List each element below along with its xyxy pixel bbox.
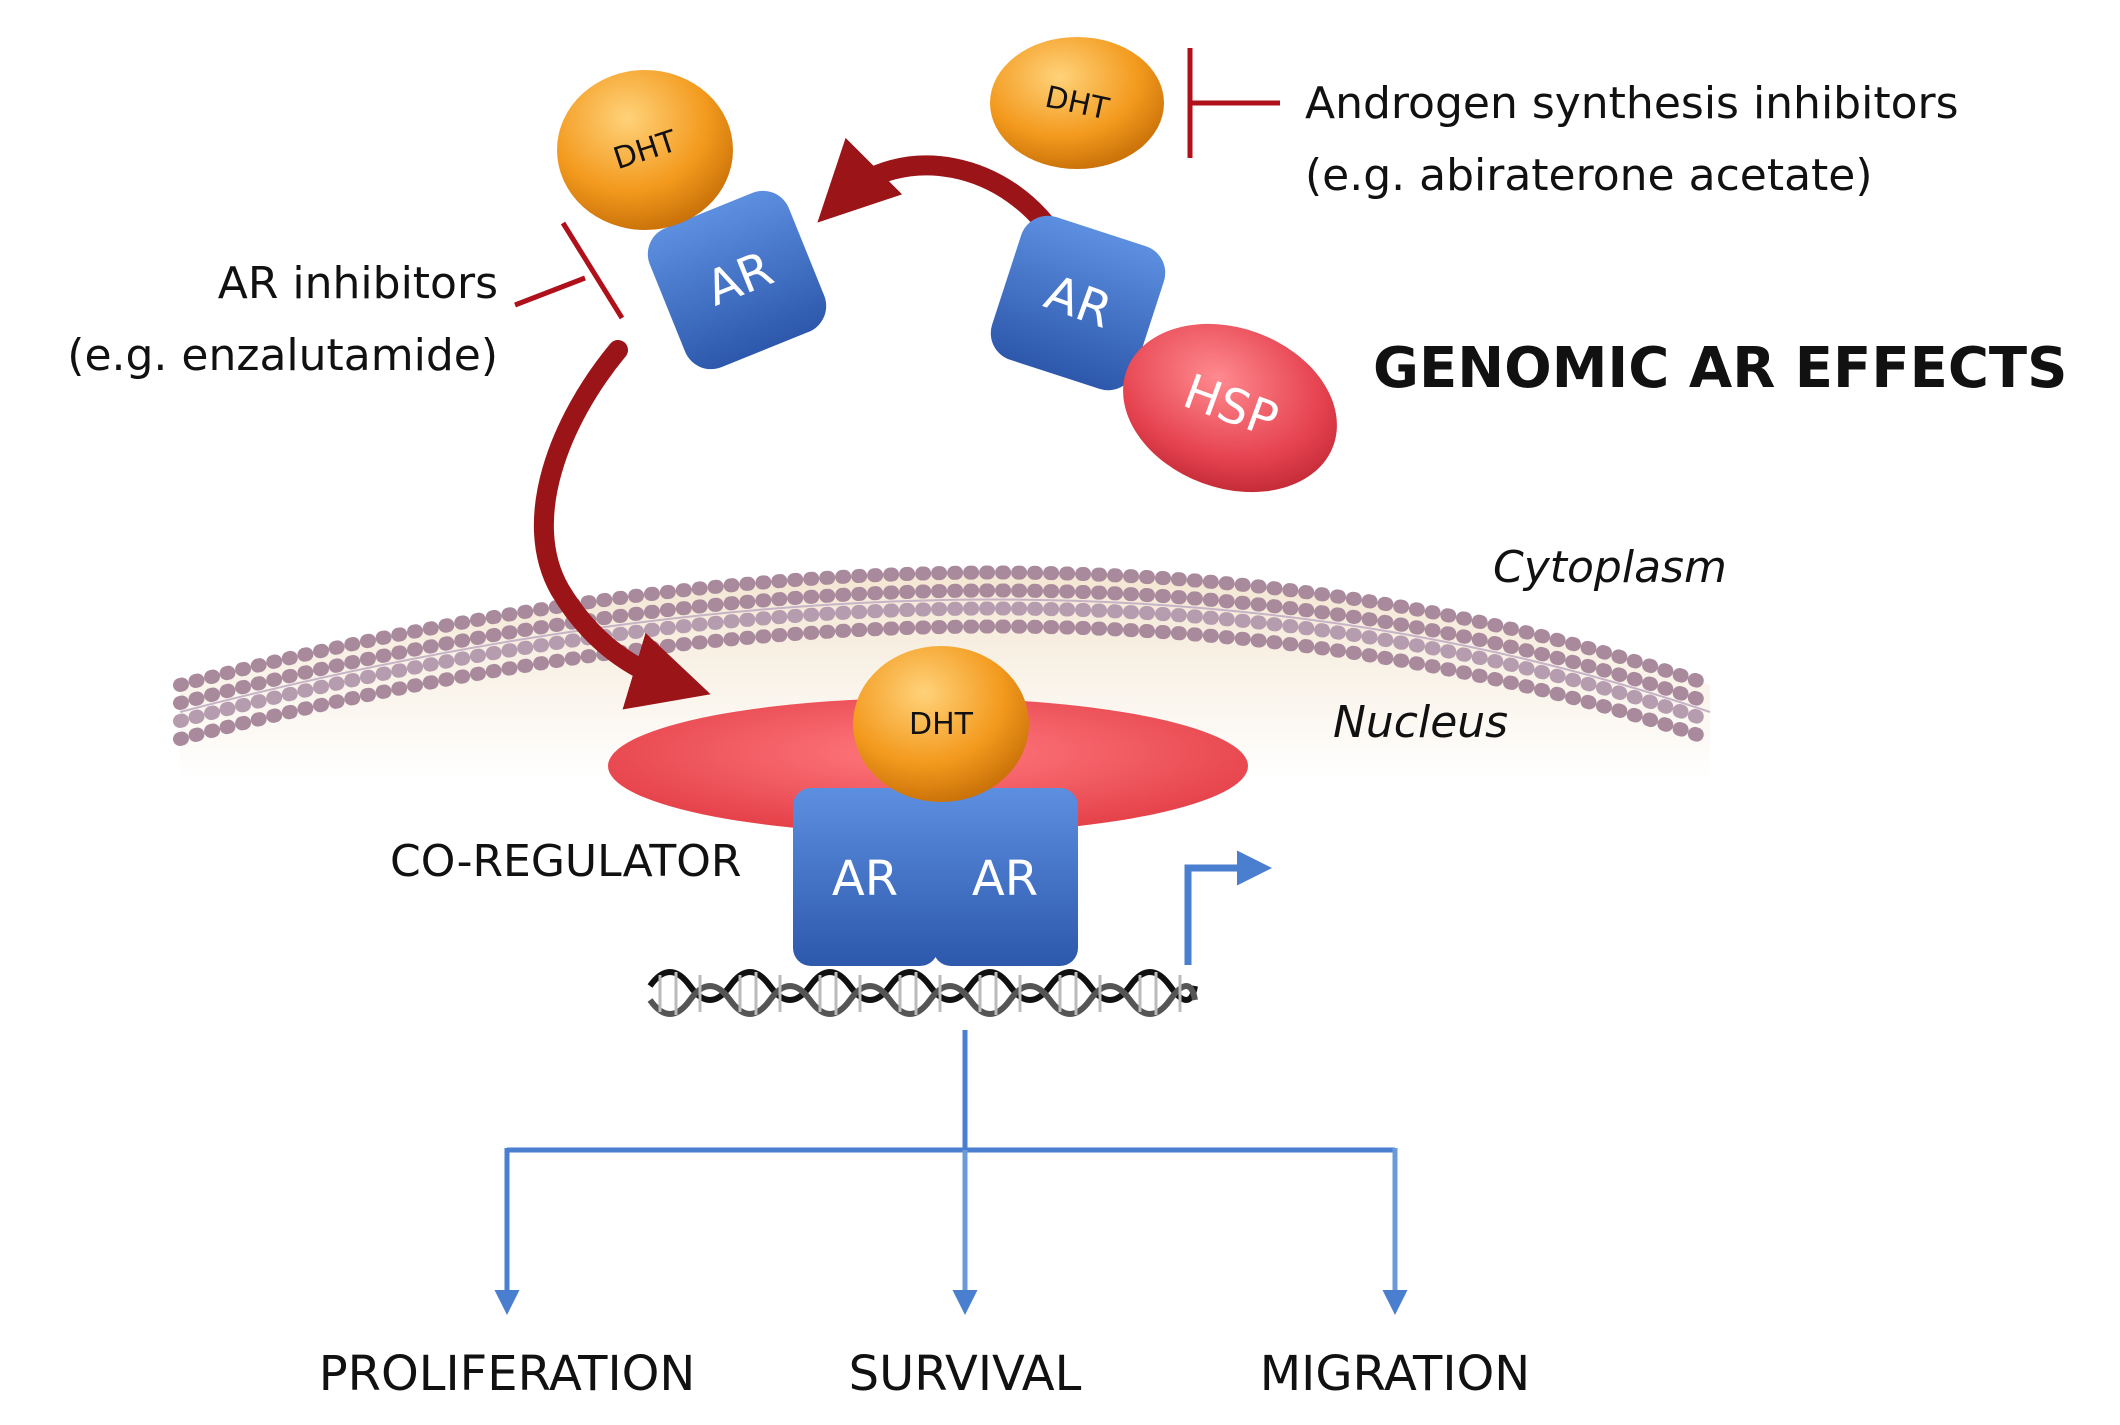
- dna-helix: [647, 969, 1198, 1017]
- ar-dimer-right: [933, 788, 1078, 966]
- ar-dimer-left: [793, 788, 938, 966]
- outcome-proliferation: PROLIFERATION: [319, 1346, 696, 1402]
- nuclear-translocation-arrow: [533, 340, 711, 710]
- ar-bound-box: [647, 190, 827, 370]
- dht-binding-arrow: [817, 137, 1070, 255]
- nucleus-label: Nucleus: [1333, 697, 1508, 748]
- ar-hsp-complex: AR HSP: [990, 215, 1337, 493]
- coregulator-label: CO-REGULATOR: [390, 836, 741, 887]
- androgen-inhibitor-group: Androgen synthesis inhibitors (e.g. abir…: [1187, 48, 1959, 201]
- outcome-migration: MIGRATION: [1260, 1346, 1530, 1402]
- page-title: GENOMIC AR EFFECTS: [1373, 336, 2067, 401]
- dht-nuclear-label: DHT: [909, 707, 974, 742]
- outcome-survival: SURVIVAL: [849, 1346, 1082, 1402]
- androgen-inhibitor-label: Androgen synthesis inhibitors: [1305, 78, 1959, 129]
- free-dht: DHT: [990, 37, 1164, 169]
- dht-nuclear-ellipse: [853, 646, 1029, 802]
- ar-dimer-right-label: AR: [972, 851, 1038, 907]
- nuclear-complex: AR AR DHT: [608, 646, 1248, 966]
- hsp-ellipse: [1123, 323, 1337, 493]
- ar-inhibitor-label: AR inhibitors: [218, 258, 498, 309]
- outcome-branches: [494, 1030, 1408, 1315]
- ar-unbound-box: [990, 215, 1166, 391]
- androgen-inhibitor-example: (e.g. abiraterone acetate): [1305, 150, 1873, 201]
- cytoplasm-label: Cytoplasm: [1493, 542, 1727, 593]
- ar-inhibitor-stem: [514, 275, 586, 308]
- ar-dimer-left-label: AR: [832, 851, 898, 907]
- dht-bound-ellipse: [557, 70, 733, 230]
- dht-ar-complex: AR DHT: [557, 70, 827, 370]
- transcription-arrow: [1184, 850, 1272, 965]
- ar-inhibitor-bar: [560, 221, 625, 320]
- ar-inhibitor-group: AR inhibitors (e.g. enzalutamide): [67, 221, 625, 381]
- ar-inhibitor-example: (e.g. enzalutamide): [67, 330, 498, 381]
